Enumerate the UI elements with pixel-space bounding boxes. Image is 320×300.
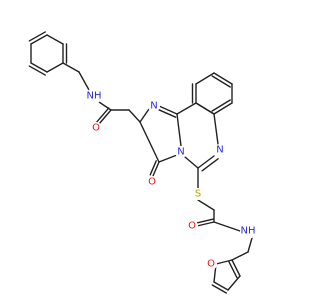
- fused-n-text: N: [177, 147, 184, 158]
- amide-nh-top-label: NH: [86, 88, 102, 104]
- carbonyl-o-double-bond: [96, 107, 110, 123]
- thioether-s-label: S: [192, 188, 204, 200]
- furan-o-text: O: [207, 259, 215, 270]
- thioether-s-text: S: [195, 189, 201, 200]
- furan-o-label: O: [205, 258, 217, 270]
- benzyl-ring-bond: [30, 62, 48, 73]
- imidazole-c2-n-bond: [139, 108, 150, 123]
- benzyl-ch2-bond: [62, 62, 80, 73]
- furan-bond: [213, 281, 229, 291]
- benzyl-ring-bond: [46, 34, 64, 45]
- imidazole-n-c-double-bond: [156, 108, 177, 118]
- amide-o-top-label: O: [90, 122, 102, 134]
- amide-o-bottom-label: O: [186, 220, 198, 232]
- quinazoline-n-text: N: [216, 145, 223, 156]
- ch2-furan-bond: [231, 251, 249, 261]
- benzyl-ring-double-bond: [28, 31, 46, 42]
- furan-double-bond: [211, 284, 227, 294]
- fused-benzene-bond: [195, 102, 215, 115]
- fused-benzene-bond: [213, 72, 233, 85]
- fused-benzene-bond: [213, 102, 233, 115]
- quinazoline-bond: [213, 113, 219, 145]
- carbonyl-o-bottom-bond: [196, 221, 215, 227]
- benzyl-ring-double-bond: [28, 65, 46, 76]
- furan-bond: [227, 275, 241, 291]
- fused-benzene-bond: [195, 72, 215, 85]
- fused-benzene-double-bond: [211, 75, 231, 88]
- quinazoline-double-bond: [201, 158, 219, 172]
- benzyl-ring-bond: [46, 62, 64, 73]
- fused-benzene-double-bond: [211, 99, 231, 112]
- amide-o-bottom-text: O: [188, 221, 196, 232]
- c3-c2-bond: [139, 121, 160, 163]
- nh-ch2-bottom-bond: [247, 237, 253, 253]
- propanoyl-chain-bond: [128, 109, 141, 123]
- fused-n-c3-bond: [158, 154, 178, 163]
- amide-nh-top-text: NH: [87, 91, 102, 102]
- carbonyl-o-bottom-double-bond: [195, 218, 215, 224]
- furan-bond: [231, 259, 241, 277]
- imidazole-c-n-fused-bond: [176, 113, 182, 147]
- bond-network: [28, 31, 253, 294]
- atom-label-layer: NH O N N O N S O: [86, 88, 256, 270]
- s-ch2-bond: [197, 199, 215, 211]
- quinazoline-bond: [197, 155, 215, 169]
- carbonyl-o-bond: [98, 109, 112, 125]
- carbonyl-nh-bottom-bond: [213, 221, 241, 232]
- imidazole-n-c-bond: [158, 105, 178, 115]
- quinazoline-n-label: N: [214, 144, 226, 156]
- amide-o-top-text: O: [92, 123, 100, 134]
- quinazoline-bond: [184, 156, 199, 169]
- imidazole-n-text: N: [150, 101, 157, 112]
- benzyl-ring-bond: [30, 34, 48, 45]
- amide-nh-bottom-label: NH: [240, 223, 256, 239]
- fused-n-label: N: [175, 146, 187, 158]
- molecule-structure-diagram: NH O N N O N S O: [28, 31, 256, 294]
- nh-carbonyl-bond: [98, 101, 112, 111]
- furan-bond: [215, 259, 233, 265]
- ch2-nh-bond: [78, 71, 90, 91]
- quinazoline-bond: [176, 102, 197, 115]
- lactam-co-double-bond: [149, 160, 157, 176]
- furan-double-bond: [228, 260, 238, 279]
- amide-nh-bottom-text: NH: [241, 226, 256, 237]
- lactam-o-label: O: [146, 176, 158, 188]
- imidazole-n-label: N: [148, 100, 160, 112]
- lactam-co-bond: [152, 161, 160, 177]
- lactam-o-text: O: [148, 177, 156, 188]
